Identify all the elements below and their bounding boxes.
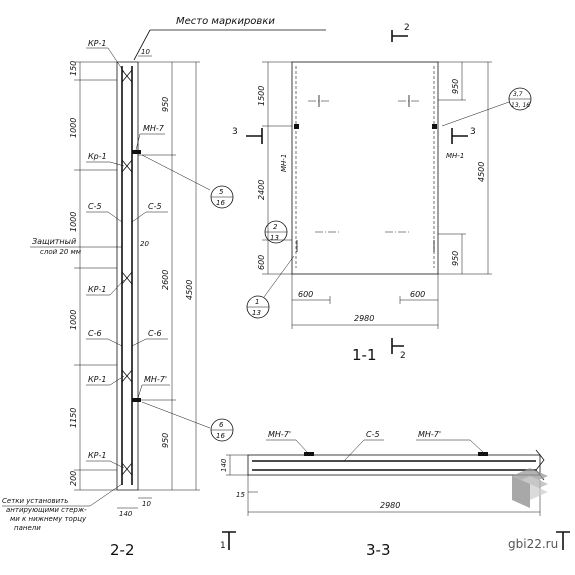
dim-chain-right-extensions	[138, 61, 200, 491]
svg-text:1: 1	[255, 298, 259, 306]
svg-text:13: 13	[252, 309, 261, 317]
label-mn1-right: МН-1	[446, 152, 464, 160]
panel-elevation-outline	[291, 61, 439, 275]
label-kp1-d: КР-1	[88, 375, 106, 384]
frame-kp1-3	[121, 271, 133, 285]
dim-150: 150	[69, 61, 78, 76]
section-mark-1	[222, 531, 236, 550]
svg-text:1: 1	[220, 541, 226, 551]
label-kp1-c: КР-1	[88, 285, 106, 294]
embedded-plate-mn7p	[132, 398, 141, 402]
dim-200: 200	[69, 471, 78, 486]
label-c5-left: С-5	[88, 202, 102, 211]
section-mark-2-top	[391, 30, 408, 42]
svg-text:5: 5	[219, 188, 224, 196]
label-c5-right: С-5	[148, 202, 162, 211]
dim-10-bottom: 10	[142, 500, 151, 508]
section-mark-3-left	[246, 128, 263, 144]
frame-kp1-4	[121, 369, 133, 383]
label-kp1-b: Кр-1	[88, 152, 107, 161]
note-line-4: панели	[14, 524, 41, 532]
dim-2400: 2400	[257, 180, 266, 200]
dim-950-a: 950	[161, 97, 170, 112]
note-line-3: ми к нижнему торцу	[10, 515, 87, 523]
callout-2: 6 16	[210, 418, 234, 442]
callout-3: 2 13	[264, 220, 288, 244]
watermark-text: gbi22.ru	[508, 537, 558, 551]
frame-kp1-2	[121, 159, 133, 173]
section-mark-3-right	[451, 128, 468, 144]
label-c6-right: С-6	[148, 329, 162, 338]
label-mn7: МН-7	[143, 124, 165, 133]
label-kp1-top: КР-1	[88, 39, 106, 48]
dim-950-top: 950	[451, 79, 460, 94]
dim-600-vertical: 600	[257, 255, 266, 270]
dim-2600: 2600	[161, 270, 170, 290]
dim-140-bottom: 140	[220, 458, 228, 472]
svg-text:13: 13	[270, 234, 279, 242]
callout-1: 5 16	[210, 185, 234, 209]
dim-950-b: 950	[161, 433, 170, 448]
frame-kp1-1	[121, 69, 133, 83]
dim-1000-a: 1000	[69, 118, 78, 138]
dim-2980-bottom: 2980	[380, 501, 400, 510]
section-3-3-outline	[247, 454, 541, 476]
view-3-3: МН-7' С-5 МН-7' 140 15 2980 1 3-3	[220, 430, 570, 559]
section-mark-1-right	[556, 531, 570, 550]
view-2-2: 150 1000 1000 1000 1150 200 950 2600 950…	[2, 39, 211, 559]
dim-4500-left: 4500	[185, 280, 194, 300]
marking-place-pointer	[133, 29, 151, 61]
view-title-1-1: 1-1	[352, 346, 377, 364]
dim-950-bottom: 950	[451, 251, 460, 266]
label-protective-2: слой 20 мм	[40, 248, 82, 256]
dim-1000-c: 1000	[69, 310, 78, 330]
svg-text:3: 3	[470, 127, 476, 137]
svg-text:2: 2	[400, 351, 406, 361]
dim-1500: 1500	[257, 86, 266, 106]
label-mn7-prime: МН-7'	[144, 375, 167, 384]
view-1-1: 1500 2400 600 МН-1 МН-1 950 950 4500 600…	[232, 23, 492, 364]
label-3-3-mn7-right: МН-7'	[418, 430, 441, 439]
view-title-3-3: 3-3	[366, 541, 391, 559]
embedded-mn1-right	[432, 124, 437, 129]
label-3-3-mn7-left: МН-7'	[268, 430, 291, 439]
svg-text:13, 16: 13, 16	[511, 102, 530, 109]
watermark-logo	[512, 468, 548, 508]
embedded-mn1-left	[294, 124, 299, 129]
section-mark-2-bottom	[391, 338, 404, 354]
dim-1000-b: 1000	[69, 212, 78, 232]
callout-5: 3,7 13, 16	[441, 87, 532, 127]
svg-text:16: 16	[216, 432, 225, 440]
dim-chain-left-extensions	[74, 61, 117, 491]
dim-140-left: 140	[119, 510, 133, 518]
dim-10-top: 10	[141, 48, 150, 56]
label-protective-1: Защитный	[32, 237, 76, 246]
note-line-1: Сетки установить	[2, 497, 68, 505]
dim-600-b: 600	[410, 290, 425, 299]
label-c6-left: С-6	[88, 329, 102, 338]
label-kp1-e: КР-1	[88, 451, 106, 460]
note-line-2: антирующими стерж-	[6, 506, 87, 514]
dim-600-a: 600	[298, 290, 313, 299]
frame-kp1-5	[121, 462, 133, 476]
marking-place-label: Место маркировки	[176, 16, 275, 27]
dim-20: 20	[140, 240, 149, 248]
dim-2980-top: 2980	[354, 314, 374, 323]
embedded-plate-mn7	[132, 150, 141, 154]
callout-4: 1 13	[246, 255, 295, 319]
svg-text:3,7: 3,7	[513, 91, 523, 98]
svg-text:2: 2	[273, 223, 278, 231]
dim-15: 15	[236, 491, 245, 499]
view-title-2-2: 2-2	[110, 541, 135, 559]
svg-text:16: 16	[216, 199, 225, 207]
label-mn1-left: МН-1	[280, 154, 288, 172]
svg-text:6: 6	[219, 421, 224, 429]
svg-text:2: 2	[404, 23, 410, 33]
svg-text:3: 3	[232, 127, 238, 137]
dim-1150: 1150	[69, 408, 78, 428]
label-3-3-c5: С-5	[366, 430, 380, 439]
dim-4500-right: 4500	[477, 162, 486, 182]
